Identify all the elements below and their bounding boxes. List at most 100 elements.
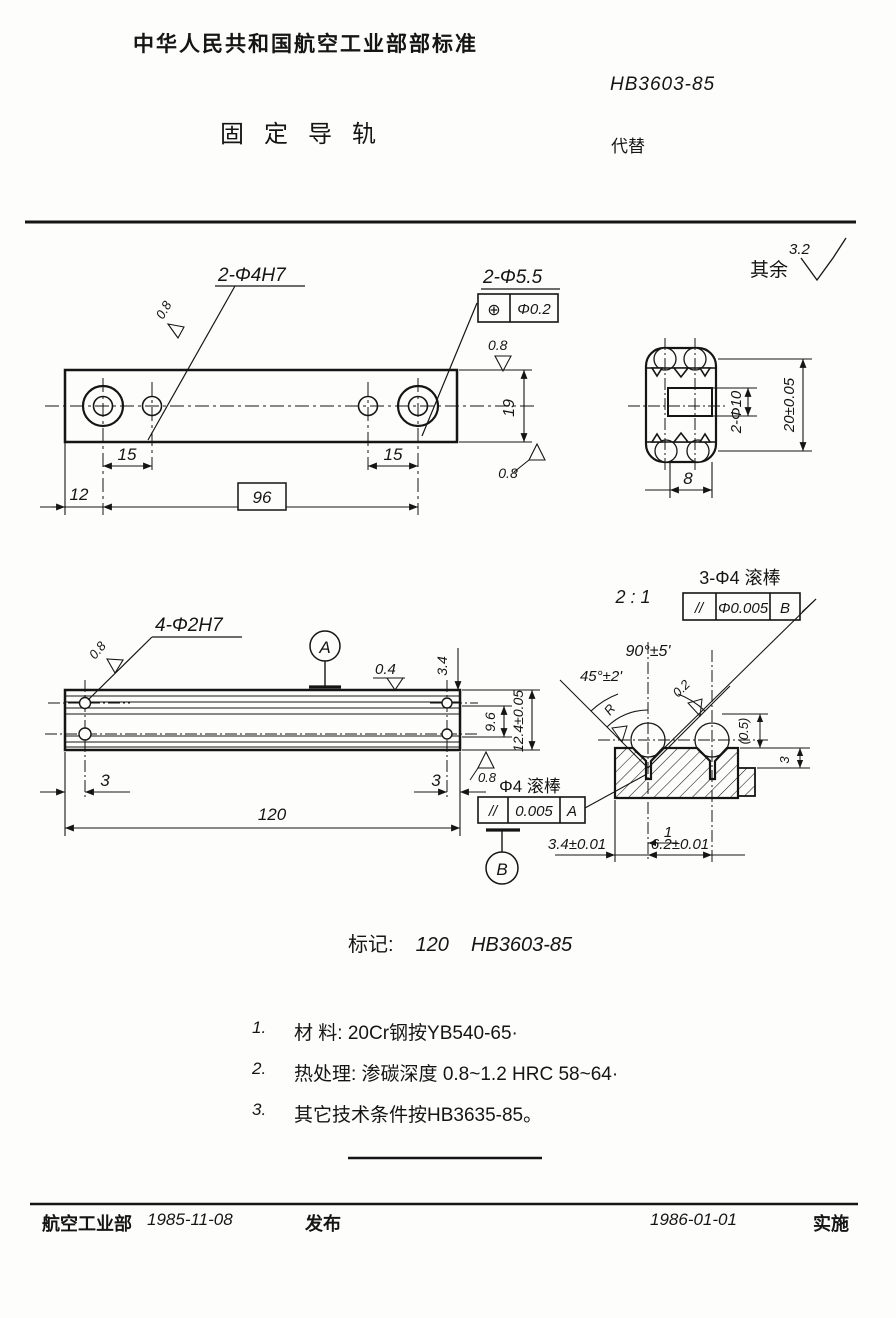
- roller: [630, 722, 666, 758]
- datum-ref: B: [780, 600, 790, 617]
- detail-view: 2 : 1 3-Φ4 滚棒 // Φ0.005 B 90°±5' 45°±2: [477, 568, 817, 885]
- note-text: 其它技术条件按HB3635-85。: [294, 1105, 543, 1126]
- small-hole: [78, 696, 92, 710]
- position-symbol: ⊕: [487, 302, 500, 319]
- roughness-icon: [106, 658, 124, 675]
- footer-impl-date: 1986-01-01: [650, 1210, 737, 1229]
- radius-label: R: [601, 701, 619, 718]
- view-end-section: 2-Φ10 20±0.05 8: [628, 338, 812, 498]
- dim-12.4: 12.4±0.05: [510, 690, 526, 752]
- datum-a: A: [309, 630, 341, 689]
- roughness-icon: [477, 750, 495, 769]
- roughness-0.8: 0.8: [153, 298, 175, 322]
- roughness-0.2: 0.2: [670, 676, 694, 700]
- label-phi4-roller: Φ4 滚棒: [499, 777, 561, 796]
- marking-code: HB3603-85: [470, 934, 573, 956]
- footer-impl-label: 实施: [813, 1214, 849, 1234]
- parallel-symbol: //: [694, 600, 705, 617]
- parallelism-frame-a: // 0.005 A: [477, 796, 586, 824]
- label-3xphi4-rollers: 3-Φ4 滚棒: [699, 568, 780, 588]
- note-text: 材 料: 20Cr钢按YB540-65·: [294, 1023, 518, 1044]
- angle-45: 45°±2': [580, 668, 623, 685]
- tolerance-value: Φ0.005: [718, 600, 769, 617]
- surface-roughness-note: 其余 3.2: [750, 237, 847, 282]
- roughness-0.8: 0.8: [488, 337, 508, 353]
- dim-1: 1: [664, 824, 672, 841]
- note-number: 2.: [252, 1059, 267, 1078]
- parallel-symbol: //: [488, 803, 499, 820]
- dim-6.2-tol: 6.2±0.01: [651, 836, 709, 853]
- datum-a-label: A: [318, 638, 330, 657]
- roughness-0.8: 0.8: [498, 465, 518, 481]
- roughness-0.8: 0.8: [478, 770, 497, 785]
- note-item: 2. 热处理: 渗碳深度 0.8~1.2 HRC 58~64·: [252, 1059, 618, 1086]
- datum-b: B: [485, 828, 520, 885]
- roughness-icon: [800, 237, 847, 282]
- note-text: 热处理: 渗碳深度 0.8~1.2 HRC 58~64·: [294, 1064, 619, 1085]
- dim-8: 8: [683, 469, 693, 488]
- footer-issuer: 航空工业部: [42, 1214, 132, 1234]
- footer-issue-date: 1985-11-08: [147, 1210, 233, 1229]
- small-hole: [78, 727, 92, 741]
- note-item: 1. 材 料: 20Cr钢按YB540-65·: [252, 1018, 618, 1045]
- profile-step: [737, 767, 756, 797]
- supersedes-label: 代替: [611, 137, 645, 156]
- position-tolerance: Φ0.2: [517, 301, 551, 318]
- dim-2xphi10: 2-Φ10: [728, 390, 745, 434]
- rail-profile: [613, 746, 740, 800]
- footer-issue-label: 发布: [305, 1214, 341, 1234]
- marking-label: 标记:: [348, 934, 394, 956]
- counterbored-hole: [81, 384, 125, 428]
- dim-19: 19: [501, 399, 518, 417]
- surface-note-prefix: 其余: [750, 259, 788, 281]
- view-top-plate: 2-Φ4H7 0.8 2-Φ5.5 ⊕ Φ0.2 0.8 15 15: [40, 265, 560, 515]
- roughness-icon: [528, 442, 546, 461]
- dim-3-left: 3: [100, 771, 110, 790]
- dim-3.4: 3.4: [434, 656, 450, 676]
- parallelism-frame-b: // Φ0.005 B: [682, 592, 801, 621]
- dim-12: 12: [70, 485, 89, 504]
- page-rules: [25, 220, 858, 1206]
- dim-20: 20±0.05: [781, 377, 798, 433]
- dim-3-right: 3: [431, 771, 441, 790]
- roughness-0.8: 0.8: [86, 638, 110, 662]
- label-4xphi2h7: 4-Φ2H7: [155, 615, 224, 636]
- roller: [694, 722, 730, 758]
- angle-90: 90°±5': [626, 643, 672, 660]
- datum-b-label: B: [496, 860, 507, 879]
- small-hole: [441, 728, 453, 740]
- position-tolerance-frame: ⊕ Φ0.2: [477, 293, 559, 323]
- dim-15-right: 15: [384, 445, 403, 464]
- dim-0.5: (0.5): [736, 718, 751, 745]
- small-hole: [357, 395, 379, 417]
- note-item: 3. 其它技术条件按HB3635-85。: [252, 1100, 618, 1127]
- view-side-rail: 4-Φ2H7 0.8 A 0.4 3.4 9.6: [40, 615, 540, 836]
- small-hole: [141, 395, 163, 417]
- note-number: 1.: [252, 1018, 267, 1037]
- label-2xphi5.5: 2-Φ5.5: [482, 267, 543, 288]
- page-title: 固定导轨: [220, 121, 396, 148]
- center-boss: [667, 387, 713, 417]
- standard-number: HB3603-85: [610, 74, 716, 95]
- dim-96: 96: [253, 488, 272, 507]
- roughness-icon: [385, 677, 405, 691]
- basic-dim-box: [237, 482, 287, 511]
- dim-15-left: 15: [118, 445, 137, 464]
- header-org-line: 中华人民共和国航空工业部部标准: [133, 33, 478, 56]
- roughness-icon: [494, 355, 512, 373]
- datum-ref: A: [566, 803, 577, 820]
- dim-3.4-tol: 3.4±0.01: [548, 836, 606, 853]
- roughness-icon: [166, 323, 185, 340]
- roughness-0.4: 0.4: [375, 661, 396, 678]
- roughness-icon: [687, 698, 703, 718]
- technical-notes: 1. 材 料: 20Cr钢按YB540-65· 2. 热处理: 渗碳深度 0.8…: [252, 1018, 618, 1141]
- small-hole: [441, 697, 453, 709]
- note-number: 3.: [252, 1100, 267, 1119]
- surface-note-value: 3.2: [789, 241, 811, 258]
- dim-3-step: 3: [777, 756, 792, 764]
- dim-120: 120: [258, 805, 287, 824]
- label-2xphi4h7: 2-Φ4H7: [217, 265, 287, 286]
